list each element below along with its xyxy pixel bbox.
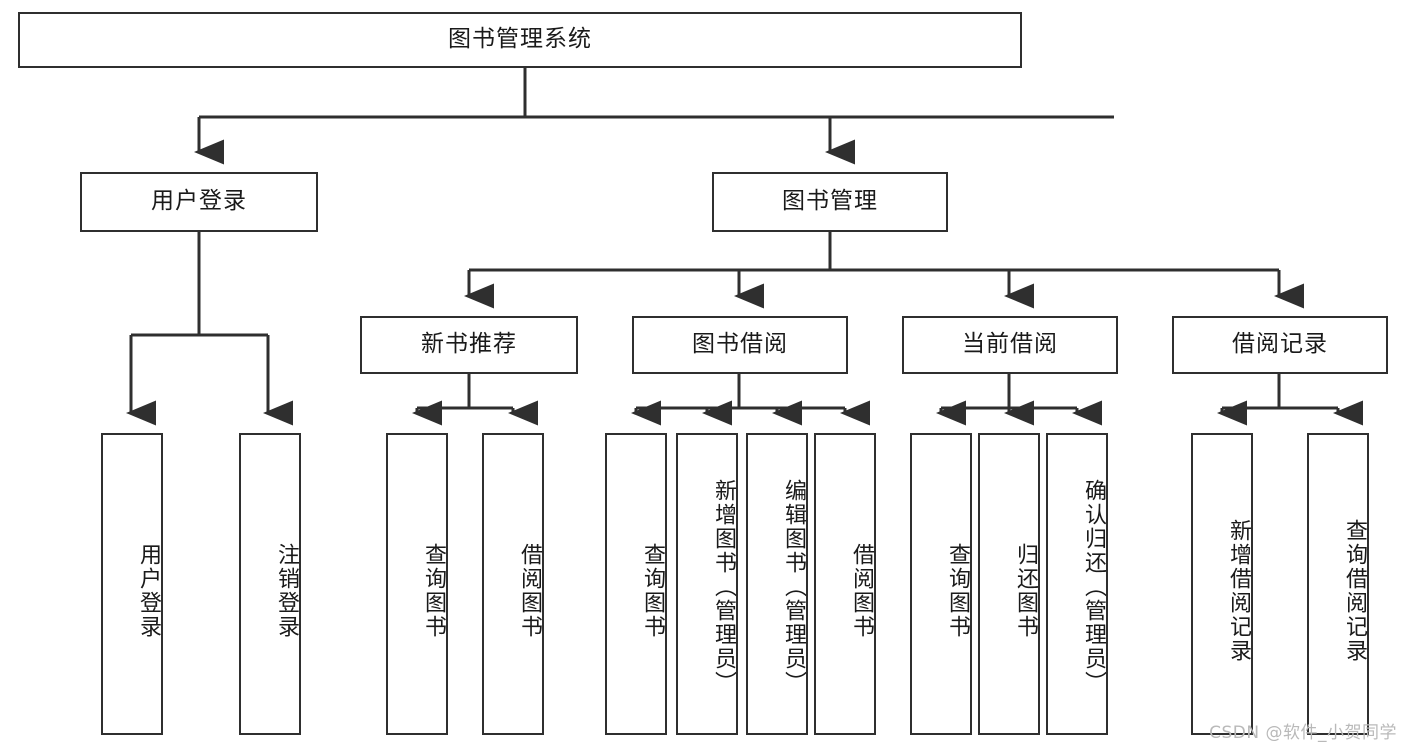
leaf-user-login[interactable]: 用户登录 xyxy=(101,433,163,735)
node-new-book-recommend[interactable]: 新书推荐 xyxy=(360,316,578,374)
leaf-add-book-admin[interactable]: 新增图书（管理员） xyxy=(676,433,738,735)
leaf-confirm-return-admin[interactable]: 确认归还（管理员） xyxy=(1046,433,1108,735)
node-user-login[interactable]: 用户登录 xyxy=(80,172,318,232)
node-root-system[interactable]: 图书管理系统 xyxy=(18,12,1022,68)
leaf-query-books-current[interactable]: 查询图书 xyxy=(910,433,972,735)
node-borrow-record[interactable]: 借阅记录 xyxy=(1172,316,1388,374)
leaf-add-borrow-record[interactable]: 新增借阅记录 xyxy=(1191,433,1253,735)
node-book-management[interactable]: 图书管理 xyxy=(712,172,948,232)
leaf-borrow-books-borrow[interactable]: 借阅图书 xyxy=(814,433,876,735)
leaf-query-borrow-record[interactable]: 查询借阅记录 xyxy=(1307,433,1369,735)
watermark-text: CSDN @软件_小贺同学 xyxy=(1209,723,1397,743)
node-book-borrow[interactable]: 图书借阅 xyxy=(632,316,848,374)
node-current-borrow[interactable]: 当前借阅 xyxy=(902,316,1118,374)
leaf-return-books[interactable]: 归还图书 xyxy=(978,433,1040,735)
leaf-logout-login[interactable]: 注销登录 xyxy=(239,433,301,735)
leaf-edit-book-admin[interactable]: 编辑图书（管理员） xyxy=(746,433,808,735)
leaf-borrow-books-recommend[interactable]: 借阅图书 xyxy=(482,433,544,735)
leaf-query-books-recommend[interactable]: 查询图书 xyxy=(386,433,448,735)
leaf-query-books-borrow[interactable]: 查询图书 xyxy=(605,433,667,735)
